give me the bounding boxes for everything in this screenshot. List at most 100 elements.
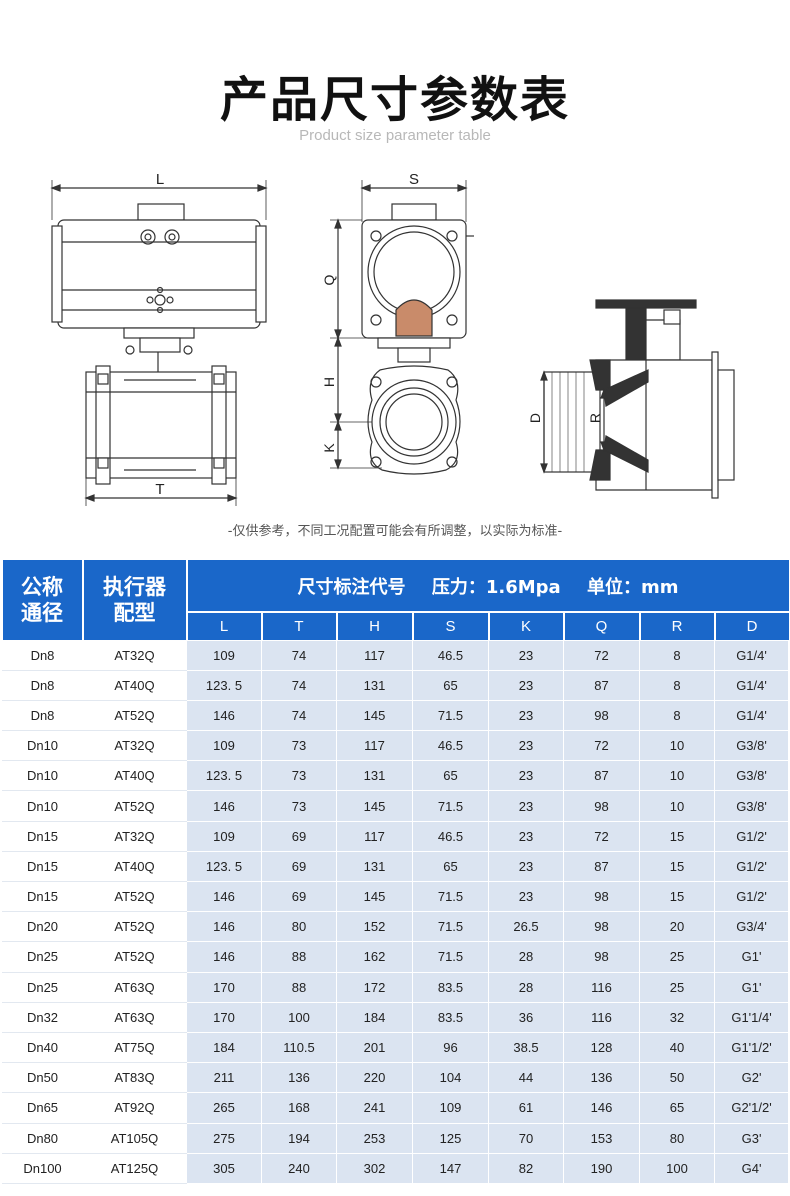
table-cell: 146 xyxy=(186,941,262,973)
table-cell: Dn65 xyxy=(2,1092,83,1124)
front-view-drawing: L T xyxy=(50,171,268,506)
table-cell: 168 xyxy=(261,1092,337,1124)
table-cell: Dn8 xyxy=(2,699,83,732)
table-cell: Dn10 xyxy=(2,790,83,822)
table-cell: 109 xyxy=(412,1092,489,1124)
label-D: D xyxy=(527,413,543,423)
table-cell: 117 xyxy=(336,639,413,671)
table-cell: 123. 5 xyxy=(186,850,262,883)
table-cell: Dn25 xyxy=(2,971,83,1003)
table-cell: 98 xyxy=(563,699,640,732)
table-cell: 25 xyxy=(639,971,715,1003)
table-cell: 146 xyxy=(186,911,262,943)
table-cell: G1/4' xyxy=(713,699,790,732)
table-cell: 71.5 xyxy=(412,941,489,973)
table-cell: G3/4' xyxy=(713,911,790,943)
table-cell: 69 xyxy=(261,820,337,852)
table-cell: 71.5 xyxy=(412,790,489,822)
table-cell: Dn100 xyxy=(2,1152,83,1184)
table-cell: 184 xyxy=(336,1001,413,1033)
table-cell: 146 xyxy=(186,880,262,913)
table-cell: G2'1/2' xyxy=(713,1092,790,1124)
table-cell: 253 xyxy=(336,1122,413,1154)
table-cell: 15 xyxy=(639,820,715,852)
table-cell: AT40Q xyxy=(82,760,187,792)
table-cell: 116 xyxy=(563,1001,640,1033)
label-S: S xyxy=(409,171,419,188)
table-cell: G3/8' xyxy=(713,760,790,792)
table-cell: 146 xyxy=(186,699,262,732)
table-cell: 170 xyxy=(186,971,262,1003)
table-cell: Dn40 xyxy=(2,1031,83,1064)
table-cell: AT52Q xyxy=(82,880,187,913)
table-cell: 15 xyxy=(639,880,715,913)
table-cell: 8 xyxy=(639,639,715,671)
table-cell: 265 xyxy=(186,1092,262,1124)
table-cell: 69 xyxy=(261,880,337,913)
header-actuator-model: 执行器配型 xyxy=(82,560,188,640)
column-header-q: Q xyxy=(563,612,641,640)
table-cell: 87 xyxy=(563,850,640,883)
table-cell: Dn8 xyxy=(2,669,83,701)
table-cell: G1'1/2' xyxy=(713,1031,790,1064)
section-view-drawing: D R xyxy=(527,299,735,499)
table-cell: 98 xyxy=(563,911,640,943)
table-cell: 117 xyxy=(336,820,413,852)
table-cell: 23 xyxy=(488,760,564,792)
table-cell: 136 xyxy=(563,1062,640,1094)
table-cell: 194 xyxy=(261,1122,337,1154)
table-cell: 65 xyxy=(639,1092,715,1124)
label-H: H xyxy=(321,377,337,387)
table-cell: 131 xyxy=(336,669,413,701)
table-cell: 98 xyxy=(563,790,640,822)
table-cell: G3' xyxy=(713,1122,790,1154)
table-cell: 145 xyxy=(336,790,413,822)
table-cell: 26.5 xyxy=(488,911,564,943)
table-cell: 302 xyxy=(336,1152,413,1184)
table-cell: 8 xyxy=(639,699,715,732)
table-cell: 190 xyxy=(563,1152,640,1184)
spec-pressure-label: 压力：1.6Mpa xyxy=(431,576,561,598)
table-cell: Dn10 xyxy=(2,760,83,792)
table-cell: Dn25 xyxy=(2,941,83,973)
table-cell: Dn10 xyxy=(2,730,83,762)
table-cell: 153 xyxy=(563,1122,640,1154)
table-cell: Dn32 xyxy=(2,1001,83,1033)
label-K: K xyxy=(321,443,337,453)
column-header-r: R xyxy=(639,612,716,640)
table-cell: 32 xyxy=(639,1001,715,1033)
column-header-d: D xyxy=(714,612,789,640)
spec-unit-label: 单位：mm xyxy=(586,576,679,598)
table-cell: 172 xyxy=(336,971,413,1003)
table-cell: 117 xyxy=(336,730,413,762)
table-cell: 136 xyxy=(261,1062,337,1094)
table-cell: 123. 5 xyxy=(186,760,262,792)
table-cell: 72 xyxy=(563,639,640,671)
table-cell: 131 xyxy=(336,850,413,883)
header-nominal-diameter: 公称通径 xyxy=(2,560,84,640)
table-cell: AT52Q xyxy=(82,911,187,943)
table-cell: 184 xyxy=(186,1031,262,1064)
table-cell: Dn20 xyxy=(2,911,83,943)
table-cell: 36 xyxy=(488,1001,564,1033)
table-cell: 125 xyxy=(412,1122,489,1154)
table-cell: AT52Q xyxy=(82,699,187,732)
table-cell: 109 xyxy=(186,639,262,671)
table-cell: 25 xyxy=(639,941,715,973)
table-cell: AT105Q xyxy=(82,1122,187,1154)
table-cell: 88 xyxy=(261,941,337,973)
table-cell: G1/2' xyxy=(713,880,790,913)
table-cell: AT75Q xyxy=(82,1031,187,1064)
table-cell: 145 xyxy=(336,699,413,732)
table-cell: 61 xyxy=(488,1092,564,1124)
table-cell: AT32Q xyxy=(82,730,187,762)
table-cell: 50 xyxy=(639,1062,715,1094)
